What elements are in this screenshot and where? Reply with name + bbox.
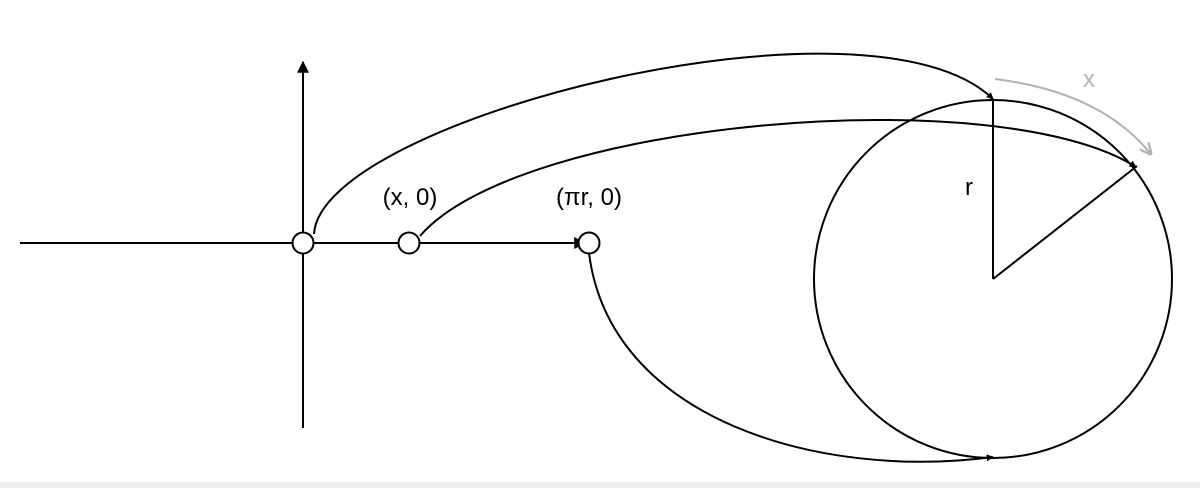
bottom-strip: [0, 482, 1200, 488]
label-radius: r: [965, 174, 973, 201]
origin-point: [291, 231, 315, 255]
label-x-point: (x, 0): [383, 184, 438, 211]
curve-x-to-arc-point: [419, 119, 1137, 237]
arc-length-arrow: [994, 78, 1150, 153]
curve-origin-to-top: [313, 52, 994, 235]
curve-pir-to-bottom: [588, 252, 994, 463]
label-pir-point: (πr, 0): [556, 184, 622, 211]
label-arc-length: x: [1083, 66, 1095, 93]
x-point: [397, 231, 421, 255]
radius-diagonal: [992, 165, 1138, 280]
pir-point: [577, 231, 601, 255]
